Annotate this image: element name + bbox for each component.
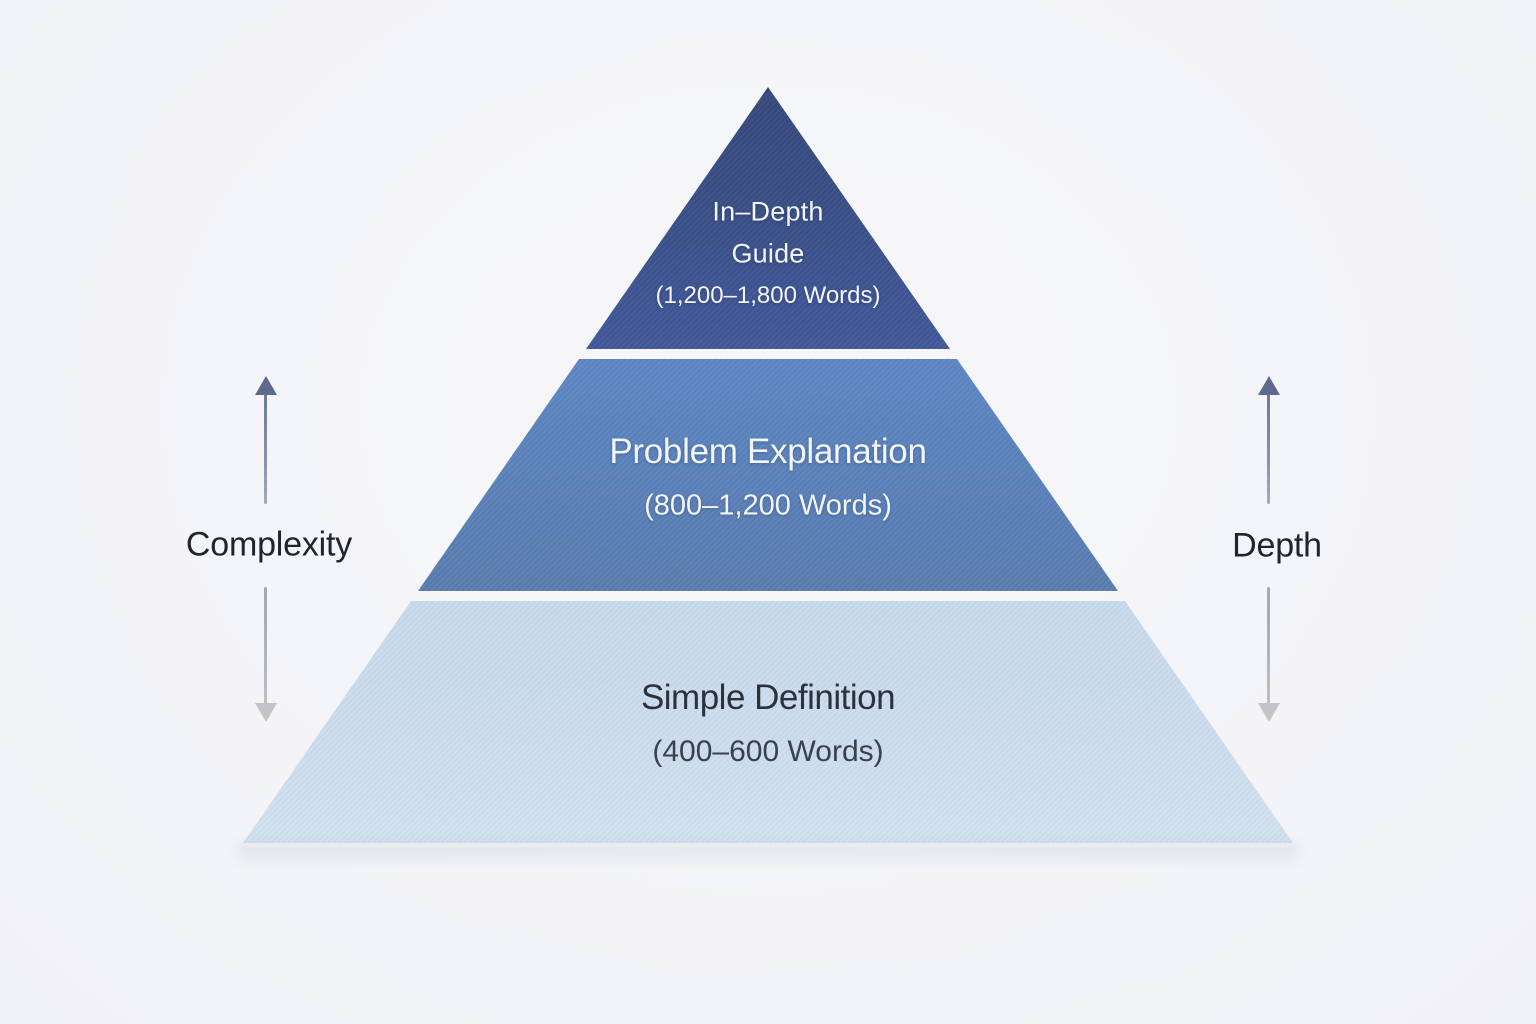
tier-simple-definition-title: Simple Definition bbox=[640, 678, 896, 717]
down-arrow-line bbox=[264, 587, 267, 704]
tier-in-depth-guide-title-line2: Guide bbox=[731, 238, 805, 269]
tier-problem-explanation-word-range: (800–1,200 Words) bbox=[644, 489, 892, 522]
tier-in-depth-guide: In–Depth Guide (1,200–1,800 Words) bbox=[586, 87, 950, 349]
tier-in-depth-guide-title-line1: In–Depth bbox=[712, 196, 824, 227]
depth-axis-label: Depth bbox=[1232, 526, 1322, 565]
up-arrow-icon bbox=[255, 376, 277, 395]
tier-texture bbox=[243, 601, 1293, 843]
complexity-axis-label: Complexity bbox=[185, 525, 353, 564]
up-arrow-icon bbox=[1258, 376, 1280, 395]
up-arrow-line bbox=[264, 394, 267, 504]
tier-simple-definition-word-range: (400–600 Words) bbox=[652, 735, 884, 768]
pyramid-base-shadow bbox=[238, 844, 1298, 868]
up-arrow-line bbox=[1267, 394, 1270, 504]
down-arrow-icon bbox=[1258, 703, 1280, 722]
tier-problem-explanation: Problem Explanation (800–1,200 Words) bbox=[418, 359, 1118, 591]
tier-texture bbox=[418, 359, 1118, 591]
down-arrow-line bbox=[1267, 587, 1270, 704]
tier-simple-definition: Simple Definition (400–600 Words) bbox=[243, 601, 1293, 843]
down-arrow-icon bbox=[255, 703, 277, 722]
tier-problem-explanation-title: Problem Explanation bbox=[609, 432, 927, 471]
tier-in-depth-guide-word-range: (1,200–1,800 Words) bbox=[655, 282, 881, 309]
